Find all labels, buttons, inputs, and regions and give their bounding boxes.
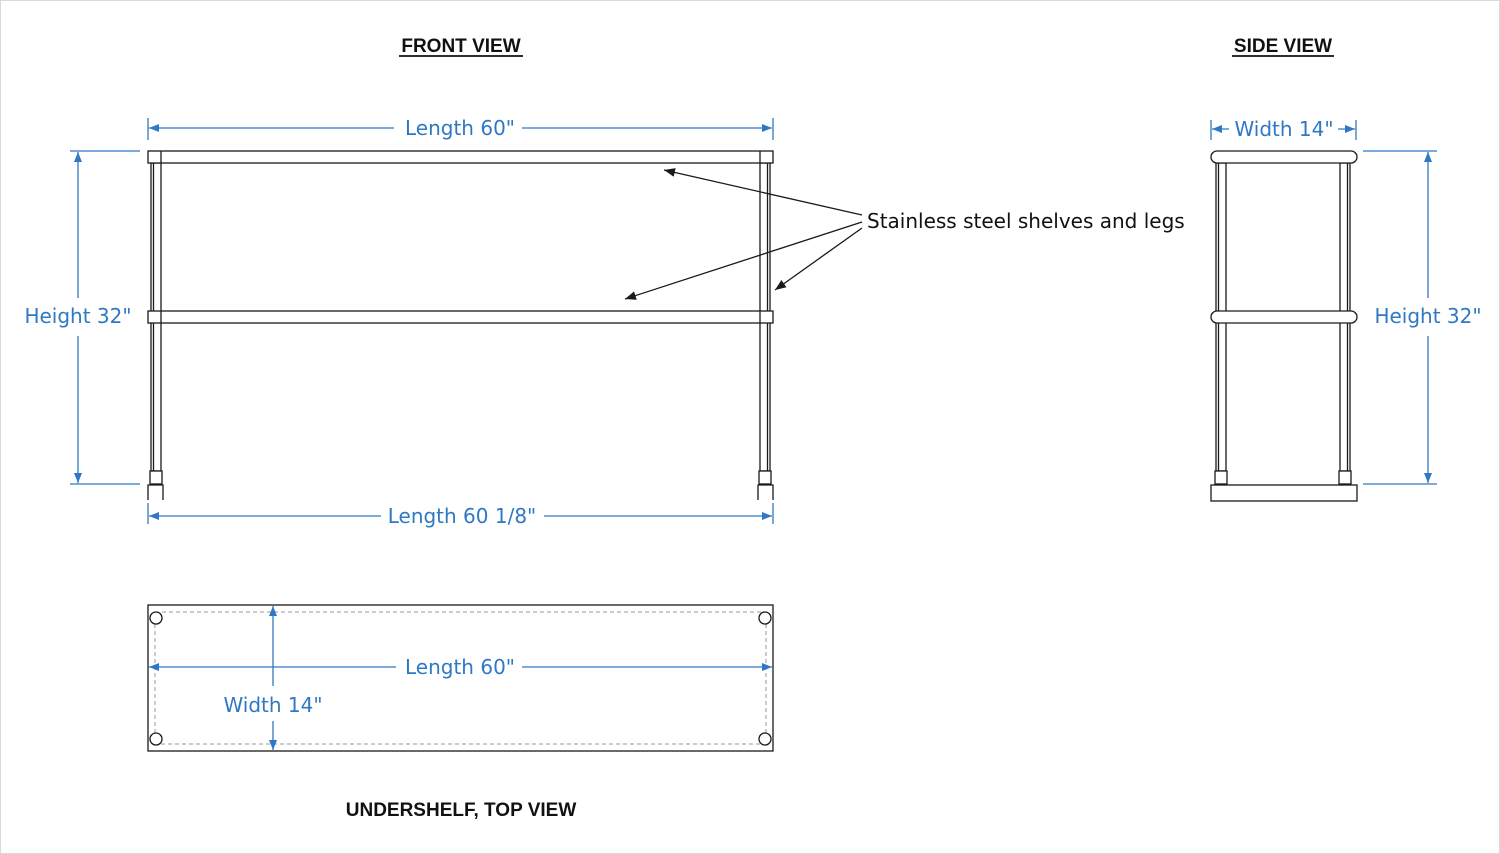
side-width-label: Width 14": [1234, 117, 1333, 141]
side-height-label: Height 32": [1374, 304, 1481, 328]
callout-arrow-under-shelf: [624, 221, 863, 300]
callout-label: Stainless steel shelves and legs: [867, 209, 1185, 233]
front-left-foot: [147, 484, 164, 500]
top-view-title: UNDERSHELF, TOP VIEW: [346, 800, 577, 821]
front-under-shelf: [147, 310, 774, 324]
side-view: SIDE VIEW Width 14" Height 32": [1210, 36, 1482, 502]
front-left-foot-sleeve: [149, 470, 163, 485]
side-width-dimension: [1210, 120, 1357, 140]
side-under-shelf: [1210, 310, 1358, 324]
side-base: [1210, 484, 1358, 502]
top-view-corner-hole-tr: [758, 611, 772, 625]
top-view: Length 60" Width 14" UNDERSHELF, TOP VIE…: [147, 604, 774, 821]
front-bottom-length-label: Length 60 1/8": [388, 504, 537, 528]
front-top-length-label: Length 60": [405, 116, 515, 140]
front-view-title: FRONT VIEW: [401, 36, 520, 57]
top-view-corner-hole-tl: [149, 611, 163, 625]
front-view: FRONT VIEW Length 60": [24, 36, 1184, 528]
side-top-shelf: [1210, 150, 1358, 164]
top-view-corner-hole-bl: [149, 732, 163, 746]
top-view-shelf-outline: [147, 604, 774, 752]
front-top-shelf: [147, 150, 774, 164]
side-left-foot-sleeve: [1214, 470, 1228, 485]
callout-arrow-top-shelf: [663, 168, 863, 216]
side-right-foot-sleeve: [1338, 470, 1352, 485]
front-height-label: Height 32": [24, 304, 131, 328]
top-view-corner-hole-br: [758, 732, 772, 746]
top-width-label-backdrop: [222, 690, 324, 718]
callout-arrow-leg: [774, 227, 863, 291]
front-right-foot: [757, 484, 774, 500]
front-right-foot-sleeve: [758, 470, 772, 485]
side-height-dimension: [1363, 150, 1437, 485]
top-width-label: Width 14": [223, 693, 322, 717]
front-top-length-dimension: [147, 118, 774, 140]
front-bottom-length-dimension: [147, 503, 774, 524]
front-height-dimension: [70, 150, 140, 485]
side-view-title: SIDE VIEW: [1234, 36, 1332, 57]
callout-leaders: [624, 168, 863, 300]
top-length-label: Length 60": [405, 655, 515, 679]
